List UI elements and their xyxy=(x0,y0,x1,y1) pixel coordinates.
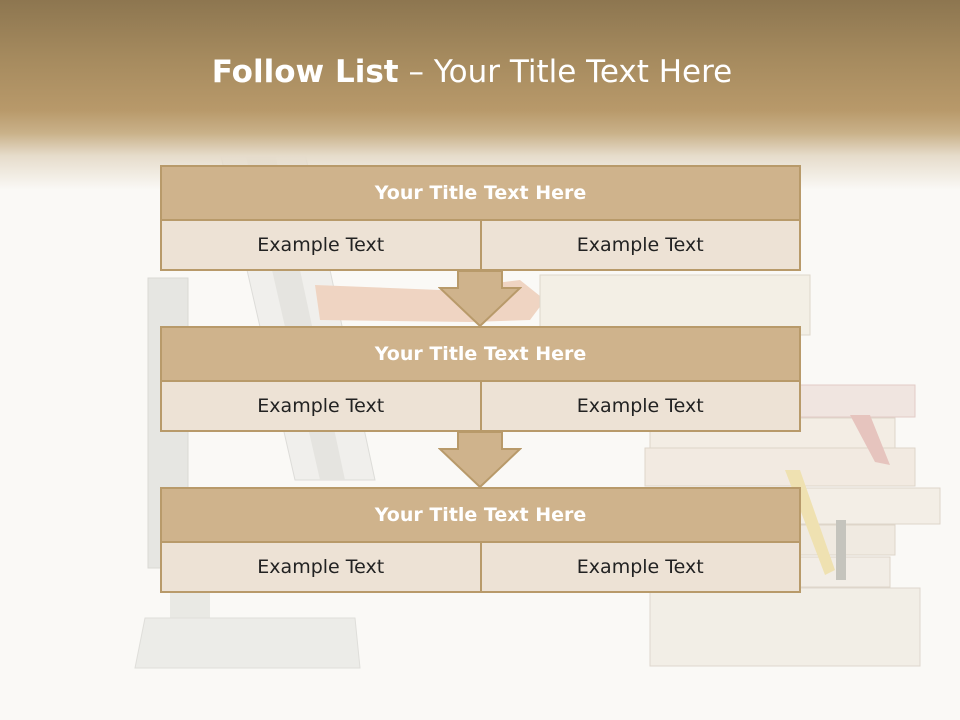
step-title-3: Your Title Text Here xyxy=(160,487,801,543)
step-row-1: Example Text Example Text xyxy=(160,221,801,271)
step-row-3: Example Text Example Text xyxy=(160,543,801,593)
slide-title: Follow List – Your Title Text Here xyxy=(0,54,944,90)
step-1-left-text: Example Text xyxy=(162,221,480,269)
step-3-left-text: Example Text xyxy=(162,543,480,591)
step-2-right-text: Example Text xyxy=(479,382,799,430)
title-rest: Your Title Text Here xyxy=(433,54,733,90)
step-1-right-text: Example Text xyxy=(479,221,799,269)
step-2-left-text: Example Text xyxy=(162,382,480,430)
step-block-3: Your Title Text Here Example Text Exampl… xyxy=(160,487,801,593)
title-lead: Follow List xyxy=(211,54,399,90)
step-block-2: Your Title Text Here Example Text Exampl… xyxy=(160,326,801,432)
down-arrow-icon xyxy=(438,270,522,328)
step-title-1: Your Title Text Here xyxy=(160,165,801,221)
step-title-2: Your Title Text Here xyxy=(160,326,801,382)
step-block-1: Your Title Text Here Example Text Exampl… xyxy=(160,165,801,271)
header-band xyxy=(0,0,960,190)
title-separator: – xyxy=(398,54,434,90)
step-row-2: Example Text Example Text xyxy=(160,382,801,432)
down-arrow-icon xyxy=(438,431,522,489)
step-3-right-text: Example Text xyxy=(479,543,799,591)
